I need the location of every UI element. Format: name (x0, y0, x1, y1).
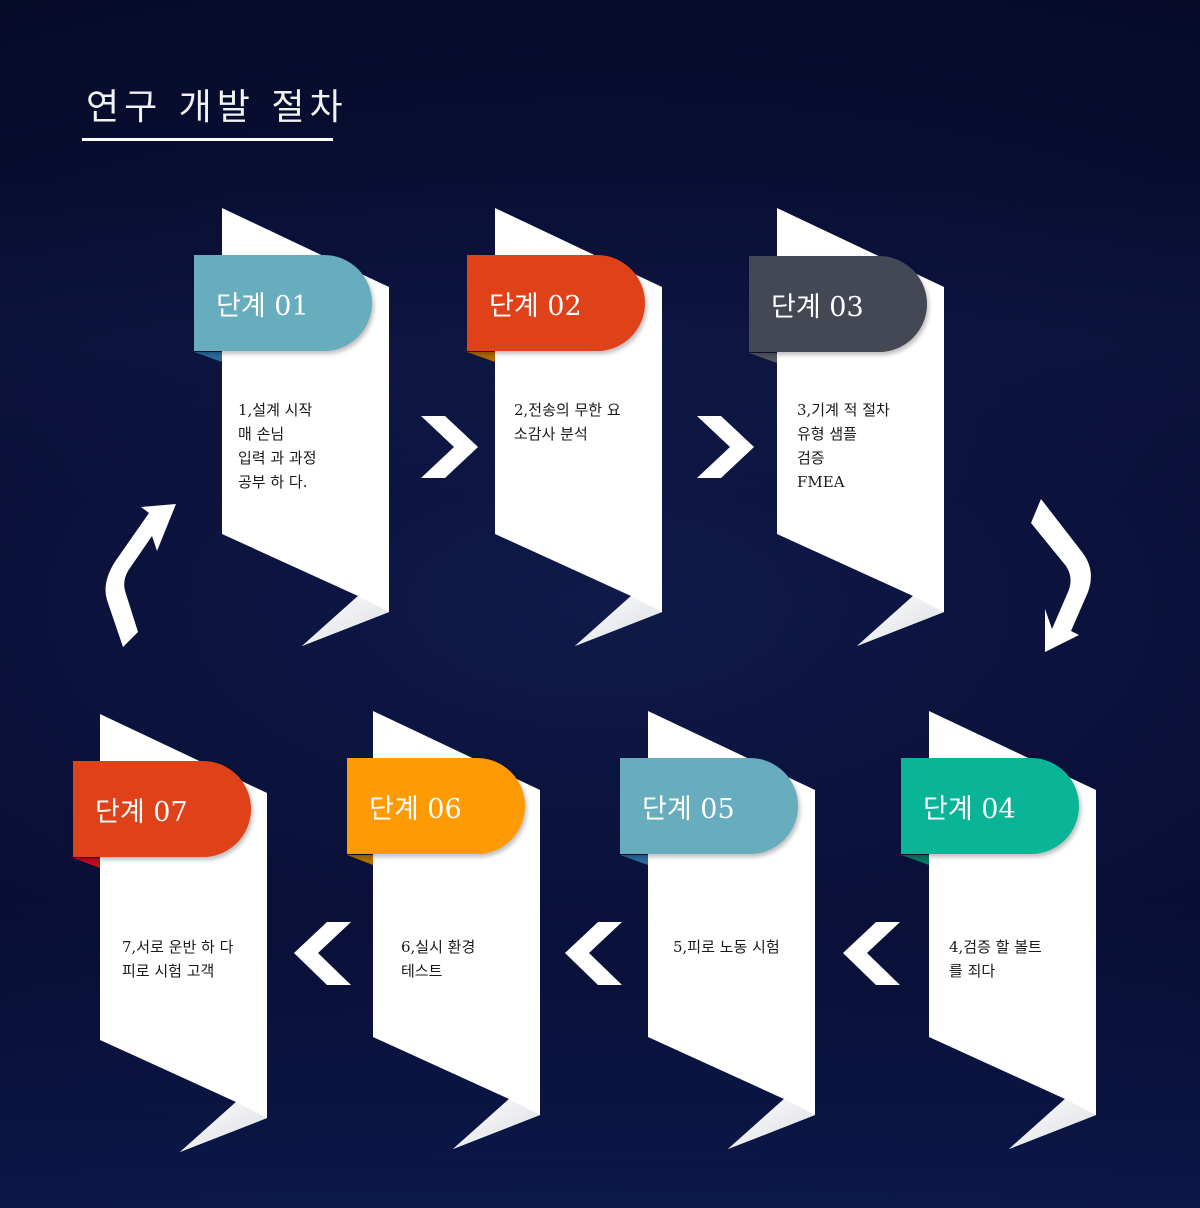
step-description-7: 7,서로 운반 하 다 피로 시험 고객 (122, 938, 234, 980)
step-label-2: 단계 02 (489, 290, 582, 322)
chevron-left-icon (294, 922, 351, 985)
tab-fold-4 (901, 855, 929, 865)
step-description-1: 1,설계 시작 매 손님 입력 과 과정 공부 하 다. (238, 401, 317, 491)
curved-arrow-up-icon (105, 504, 176, 647)
step-tab-1: 단계 01 (194, 255, 372, 351)
step-tab-4: 단계 04 (901, 758, 1079, 854)
step-description-3: 3,기계 적 절차 유형 샘플 검증 FMEA (797, 401, 890, 491)
tab-fold-1 (194, 352, 222, 362)
tab-fold-5 (620, 855, 648, 865)
step-description-6: 6,실시 환경 테스트 (401, 938, 476, 980)
chevron-left-icon (843, 922, 900, 985)
tab-fold-7 (73, 858, 100, 868)
step-label-7: 단계 07 (95, 796, 188, 828)
chevron-left-icon (565, 922, 622, 985)
step-label-3: 단계 03 (771, 291, 864, 323)
step-tab-2: 단계 02 (467, 255, 645, 351)
step-tab-3: 단계 03 (749, 256, 927, 352)
step-tab-5: 단계 05 (620, 758, 798, 854)
step-label-6: 단계 06 (369, 793, 462, 825)
tab-fold-6 (347, 855, 373, 865)
page-title: 연구 개발 절차 (86, 87, 348, 128)
tab-fold-2 (467, 352, 495, 362)
chevron-right-icon (697, 416, 754, 478)
step-description-2: 2,전송의 무한 요 소감사 분석 (514, 401, 621, 443)
step-description-5: 5,피로 노동 시험 (673, 938, 780, 956)
step-tab-6: 단계 06 (347, 758, 525, 854)
tab-fold-3 (749, 353, 777, 363)
step-label-1: 단계 01 (216, 290, 309, 322)
title-underline (82, 138, 333, 141)
curved-arrow-down-icon (1031, 499, 1091, 652)
step-tab-7: 단계 07 (73, 761, 251, 857)
step-label-4: 단계 04 (923, 793, 1016, 825)
step-label-5: 단계 05 (642, 793, 735, 825)
chevron-right-icon (421, 416, 478, 478)
step-description-4: 4,검증 할 볼트 를 죄다 (949, 938, 1042, 980)
